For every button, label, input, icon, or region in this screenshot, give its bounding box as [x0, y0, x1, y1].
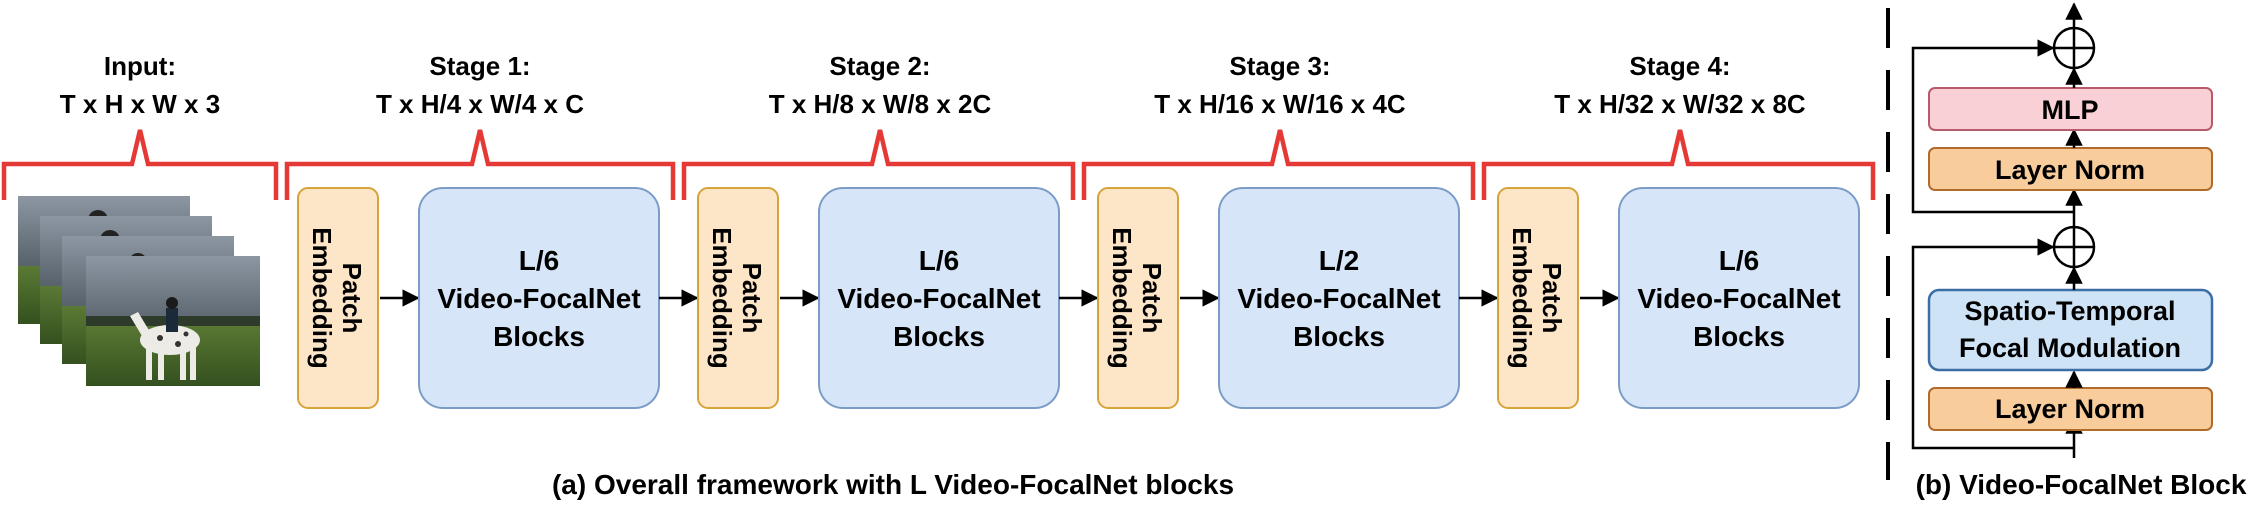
circle-plus-icon	[2052, 26, 2096, 70]
circle-plus-icon	[2052, 225, 2096, 269]
stage-2-patch-label-1: Patch	[737, 263, 767, 334]
stage-4-dims: T x H/32 x W/32 x 8C	[1554, 89, 1806, 119]
stage-3-block-line-3: Blocks	[1293, 321, 1385, 352]
stage-4-block-line-1: L/6	[1719, 245, 1759, 276]
input-dims: T x H x W x 3	[60, 89, 220, 119]
focal-modulation-box	[1927, 288, 2214, 372]
residual-path-bottom	[1911, 238, 2074, 450]
stage-2-brace	[681, 129, 1076, 200]
mlp-box	[1928, 87, 2213, 131]
stage-1-block-line-2: Video-FocalNet	[437, 283, 640, 314]
stage-1-patch-label-1: Patch	[337, 263, 367, 334]
stage-3-dims: T x H/16 x W/16 x 4C	[1154, 89, 1406, 119]
stage-2-patch-label-2: Embedding	[707, 227, 737, 369]
stage-2-block-line-1: L/6	[919, 245, 959, 276]
stage-4-title: Stage 4:	[1629, 51, 1730, 81]
caption-a: (a) Overall framework with L Video-Focal…	[552, 469, 1234, 500]
stage-1-block-line-1: L/6	[519, 245, 559, 276]
stage-4-block-line-3: Blocks	[1693, 321, 1785, 352]
stage-2-patch-embedding	[697, 187, 779, 409]
layer-norm-top-label: Layer Norm	[1995, 155, 2145, 185]
layer-norm-bottom	[1928, 387, 2213, 431]
stage-3-brace	[1081, 129, 1476, 200]
layer-norm-top	[1928, 147, 2213, 191]
stage-1-patch-embedding	[297, 187, 379, 409]
stage-3-block-line-2: Video-FocalNet	[1237, 283, 1440, 314]
stage-4-patch-label-2: Embedding	[1507, 227, 1537, 369]
stage-2-block-line-3: Blocks	[893, 321, 985, 352]
stage-4-patch-label-1: Patch	[1537, 263, 1567, 334]
stage-3-patch-label-1: Patch	[1137, 263, 1167, 334]
mlp-label: MLP	[2042, 95, 2099, 125]
focal-modulation-line-1: Spatio-Temporal	[1964, 296, 2175, 326]
stage-3-block-line-1: L/2	[1319, 245, 1359, 276]
stage-3-patch-embedding	[1097, 187, 1179, 409]
stage-1-brace	[284, 129, 676, 200]
caption-b: (b) Video-FocalNet Block	[1916, 469, 2247, 500]
stage-2-dims: T x H/8 x W/8 x 2C	[769, 89, 992, 119]
input-title: Input:	[104, 51, 176, 81]
stage-4-focalnet-blocks	[1618, 187, 1860, 409]
stage-2-title: Stage 2:	[829, 51, 930, 81]
residual-path-top	[1911, 39, 2074, 214]
stage-4-patch-embedding	[1497, 187, 1579, 409]
stage-1-patch-label-2: Embedding	[307, 227, 337, 369]
input-brace	[1, 129, 279, 200]
stage-3-title: Stage 3:	[1229, 51, 1330, 81]
focal-modulation-line-2: Focal Modulation	[1959, 333, 2181, 363]
stage-3-patch-label-2: Embedding	[1107, 227, 1137, 369]
stage-1-title: Stage 1:	[429, 51, 530, 81]
input-frame-front	[86, 256, 260, 386]
stage-2-block-line-2: Video-FocalNet	[837, 283, 1040, 314]
stage-1-block-line-3: Blocks	[493, 321, 585, 352]
stage-1-dims: T x H/4 x W/4 x C	[376, 89, 584, 119]
layer-norm-bottom-label: Layer Norm	[1995, 394, 2145, 424]
stage-4-brace	[1481, 129, 1876, 200]
video-frames-icon	[18, 196, 260, 386]
stage-4-block-line-2: Video-FocalNet	[1637, 283, 1840, 314]
